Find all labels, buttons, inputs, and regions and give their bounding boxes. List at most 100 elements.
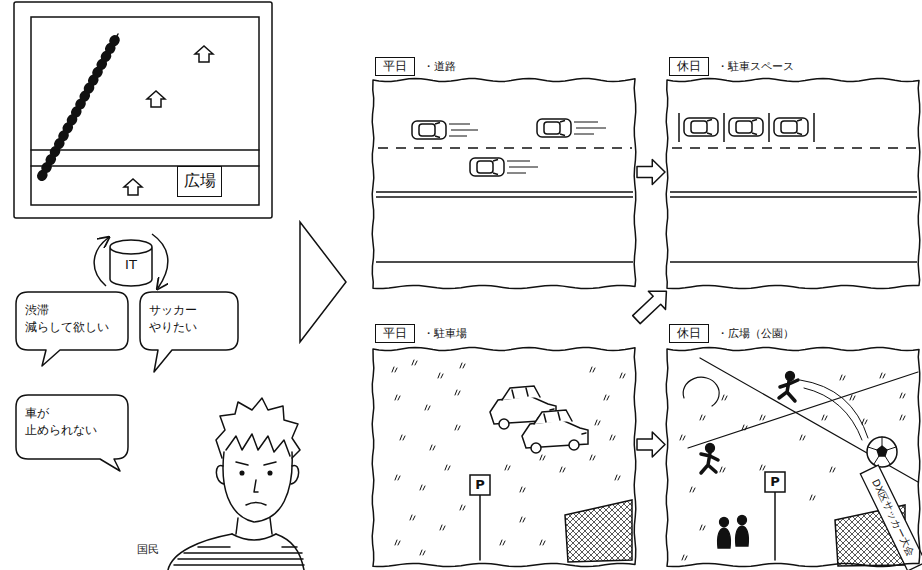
citizen-figure [168, 398, 304, 570]
lane-line [672, 147, 916, 149]
node-label: 渋滞 減らして欲しい [25, 302, 123, 336]
panel-outline [373, 321, 635, 568]
bangs [226, 434, 290, 456]
day-tag: 平日 [375, 324, 415, 343]
map-area [31, 17, 259, 205]
road-edge [376, 261, 633, 263]
lane-line [378, 147, 632, 149]
banner [860, 465, 922, 570]
panel-border [666, 78, 920, 288]
sign-pole [479, 495, 481, 560]
eye [240, 471, 244, 475]
it-database: IT [110, 240, 152, 286]
car [412, 121, 446, 139]
scene-title: ・駐車場 [423, 326, 467, 341]
road-scene [376, 119, 633, 262]
panel-heading: 休日・広場（公園） [669, 322, 919, 344]
node-text: 渋滞 減らして欲しい [25, 302, 123, 336]
road-edge [31, 149, 259, 151]
player [701, 444, 718, 474]
panel-outline [373, 54, 635, 290]
railway-ties [42, 34, 118, 176]
block-arrow [637, 160, 665, 185]
node-text: IT [110, 257, 152, 272]
parking-sign [470, 475, 490, 495]
parking-sign-letter: P [470, 475, 490, 495]
person-label: 国民 [128, 542, 168, 558]
ears [216, 465, 298, 484]
parked-car [729, 118, 763, 136]
node-text: 車が 止められない [25, 405, 123, 439]
banner-text: DX区サッカー大会 [862, 467, 922, 568]
road-edge [670, 261, 917, 263]
parked-car [684, 118, 718, 136]
eye [268, 471, 272, 475]
nose [254, 480, 258, 492]
scene-title: ・広場（公園） [717, 326, 794, 341]
panel-heading: 平日・道路 [375, 55, 635, 77]
car [470, 158, 504, 176]
mouth [246, 503, 266, 506]
hair [216, 398, 300, 458]
face-outline [223, 452, 292, 522]
flow-arrow [300, 222, 346, 342]
soccer-ball [867, 437, 897, 467]
field-lines [688, 358, 918, 482]
day-tag: 休日 [669, 57, 709, 76]
node-text: 広場 [178, 167, 221, 196]
screen-frame [14, 2, 272, 218]
plaza-box: 広場 [177, 166, 222, 197]
goal-net [565, 500, 632, 562]
block-arrow [633, 291, 667, 323]
parking-lot-scene [392, 360, 632, 562]
eyebrows [236, 462, 276, 465]
speech-bubble: サッカー やりたい [140, 292, 238, 350]
house-symbol [124, 179, 142, 195]
speed-lines [449, 122, 606, 173]
cycle-arrows [94, 234, 168, 288]
cyl-border [110, 240, 152, 286]
block-arrow [637, 432, 665, 457]
parking-sign [765, 472, 785, 492]
scene-panel: 平日・道路 [373, 54, 635, 290]
speech-bubble: 車が 止められない [16, 395, 128, 459]
panel-border [372, 78, 636, 288]
bubble-border [140, 292, 238, 372]
parking-sign-letter: P [765, 472, 785, 492]
bubble-border [16, 292, 128, 366]
scene-title: ・駐車スペース [717, 59, 794, 74]
scene-panel: 休日・広場（公園） [667, 321, 919, 568]
parking-slots [679, 113, 814, 142]
scene-panel: 休日・駐車スペース [667, 54, 919, 290]
car [537, 119, 571, 137]
road-edge [670, 196, 917, 198]
shoulders [168, 534, 304, 570]
scene-panel: 平日・駐車場 [373, 321, 635, 568]
node-label: サッカー やりたい [149, 302, 233, 336]
ball-trail [800, 380, 868, 440]
parked-car [522, 410, 588, 453]
neck [232, 518, 276, 540]
road-edge [376, 196, 633, 198]
house-symbol [147, 91, 165, 107]
player [779, 372, 798, 402]
cycle-arrow [152, 234, 168, 288]
panel-outline [667, 54, 919, 290]
speech-bubble: 渋滞 減らして欲しい [16, 292, 128, 350]
parked-car [774, 118, 808, 136]
node-text: サッカー やりたい [149, 302, 233, 336]
panel-outline [667, 321, 919, 568]
house-symbol [195, 46, 213, 62]
road-edge [376, 191, 633, 193]
panel-heading: 休日・駐車スペース [669, 55, 919, 77]
road-edge [31, 165, 259, 167]
panel-heading: 平日・駐車場 [375, 322, 635, 344]
spectators [718, 516, 749, 549]
panel-border [666, 347, 920, 566]
bubble-border [16, 395, 128, 471]
street-parking-scene [670, 113, 917, 262]
node-label: 車が 止められない [25, 405, 123, 439]
sign-pole [774, 492, 776, 560]
